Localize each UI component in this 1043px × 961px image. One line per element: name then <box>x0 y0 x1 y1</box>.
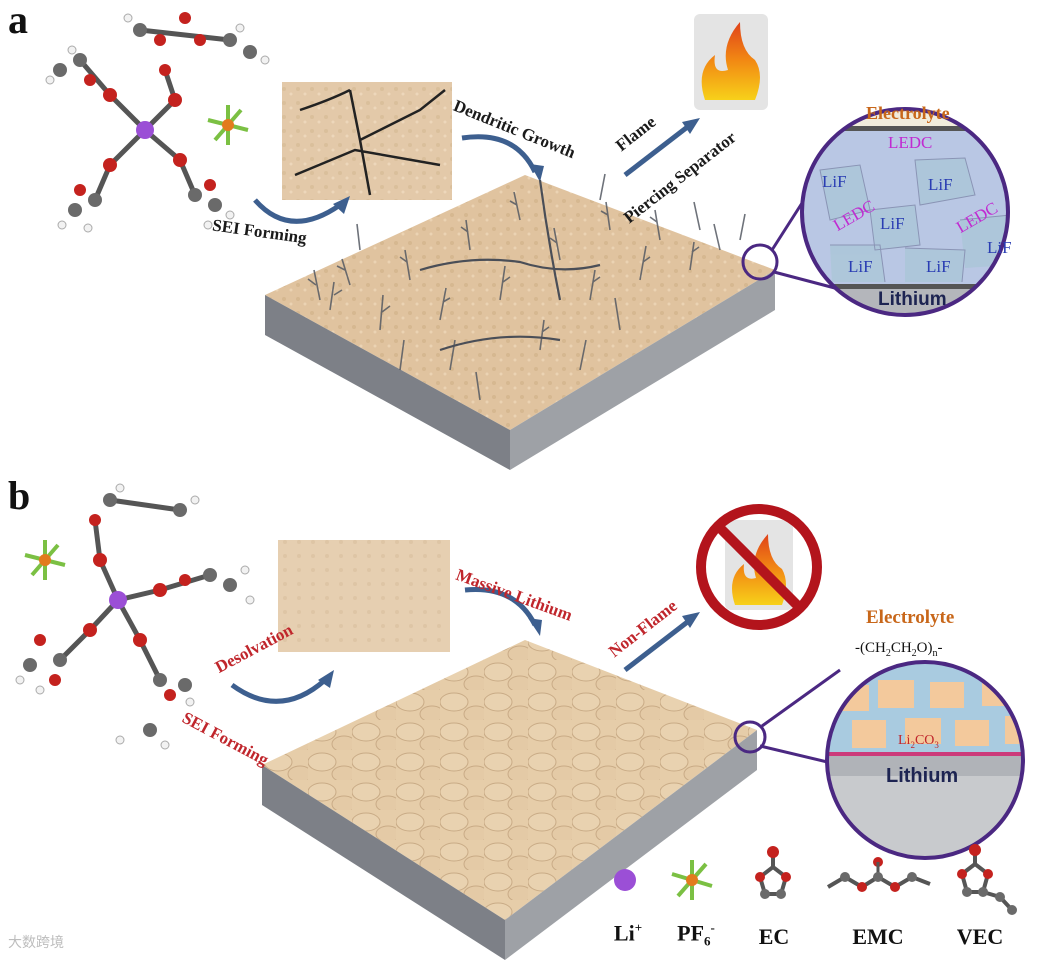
species-lif-2: LiF <box>928 175 953 195</box>
li-ion-icon <box>614 869 636 891</box>
lithium-label-b: Lithium <box>886 765 958 788</box>
species-lif-6: LiF <box>926 257 951 277</box>
polymer-label: -(CH2CH2O)n- <box>855 640 943 659</box>
electrolyte-label-a: Electrolyte <box>866 103 950 124</box>
panel-a-graphic <box>0 0 1043 480</box>
lithium-slab-a <box>265 174 775 470</box>
solvation-cluster-a <box>46 12 269 232</box>
li2co3-label: Li2CO3 <box>898 733 939 750</box>
watermark-logo: 大数跨境 <box>8 932 64 952</box>
species-lif-4: LiF <box>987 238 1012 258</box>
solvation-cluster-b <box>16 484 254 749</box>
lithium-label-a: Lithium <box>878 289 947 311</box>
electrolyte-label-b: Electrolyte <box>866 607 954 629</box>
legend-ec: EC <box>752 924 796 950</box>
species-lif-5: LiF <box>848 257 873 277</box>
species-lif-3: LiF <box>880 214 905 234</box>
flame-icon <box>694 14 768 110</box>
species-lif-1: LiF <box>822 172 847 192</box>
legend-li: Li+ <box>608 920 648 946</box>
ec-molecule-icon <box>755 846 791 899</box>
emc-molecule-icon <box>828 857 930 892</box>
smooth-sei-inset <box>278 540 450 652</box>
species-ledc-1: LEDC <box>888 133 932 153</box>
vec-molecule-icon <box>957 844 1017 915</box>
legend-emc: EMC <box>838 924 918 950</box>
legend-pf6: PF6- <box>668 920 724 950</box>
cracked-sei-inset <box>282 82 452 200</box>
legend-vec: VEC <box>950 924 1010 950</box>
legend-graphics <box>600 842 1040 932</box>
no-flame-icon <box>701 509 817 625</box>
